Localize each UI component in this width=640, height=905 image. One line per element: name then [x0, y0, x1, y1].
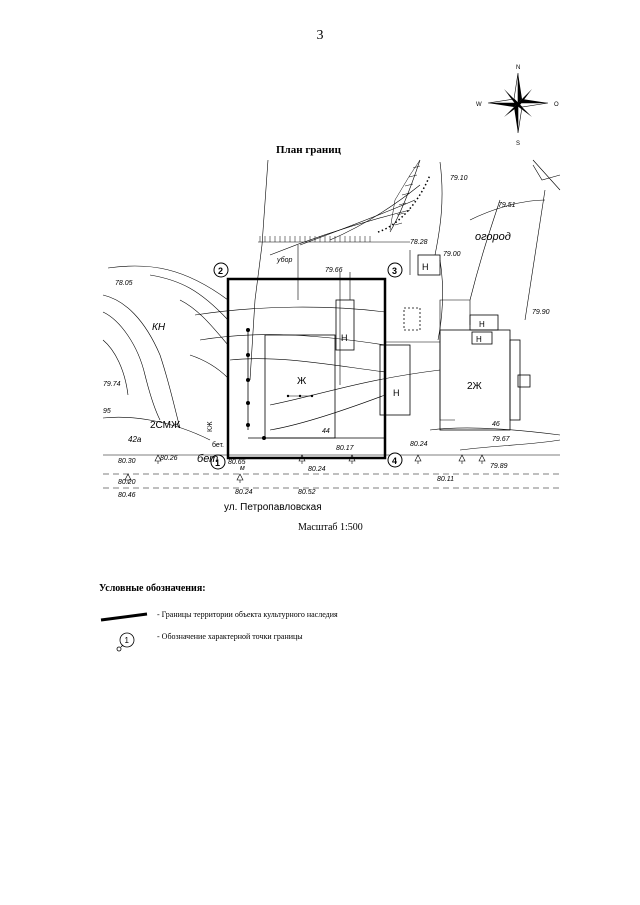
point-4-label: 4: [392, 456, 397, 466]
scale-label: Масштаб 1:500: [298, 522, 363, 533]
compass-west-label: W: [476, 102, 482, 108]
page-number: 3: [316, 28, 324, 43]
buildings: [264, 254, 531, 439]
label-main-building: Ж: [297, 376, 307, 387]
heritage-boundary: [226, 277, 387, 460]
label-h1: Н: [422, 262, 429, 272]
elev-80-17: 80.17: [336, 445, 355, 452]
plan-title: План границ: [276, 144, 341, 156]
label-bet: бет: [197, 453, 218, 465]
label-46: 46: [492, 421, 500, 428]
point-3-label: 3: [392, 266, 397, 276]
label-ubor: убор: [276, 256, 292, 264]
label-44: 44: [322, 428, 330, 435]
legend-item-point: 1 - Обозначение характерной точки границ…: [99, 632, 499, 654]
label-h2: Н: [341, 333, 348, 343]
label-h3: Н: [393, 388, 400, 398]
compass-rose: N S W O: [476, 65, 559, 147]
boundary-line-icon: [100, 612, 148, 622]
compass-east-label: O: [554, 102, 559, 108]
elev-80-11: 80.11: [437, 476, 454, 483]
label-h4: Н: [479, 320, 485, 329]
elev-79-67: 79.67: [492, 436, 511, 443]
elev-79-10: 79.10: [450, 175, 468, 182]
elev-78-28: 78.28: [410, 239, 428, 246]
elev-80-24-c: 80.24: [235, 489, 253, 496]
boundary-point-3: 3: [387, 262, 403, 278]
point-1-label: 1: [215, 458, 220, 468]
boundary-point-1: 1: [210, 454, 226, 470]
elev-79-51: 79.51: [498, 202, 516, 209]
point-marker-icon: 1: [116, 632, 135, 652]
embankment-hatching: [258, 159, 431, 243]
trees: [124, 454, 486, 483]
legend-point-text: - Обозначение характерной точки границы: [157, 632, 303, 641]
label-m: м: [240, 465, 245, 472]
point-2-label: 2: [218, 266, 223, 276]
label-2zh: 2Ж: [467, 381, 483, 392]
label-2smzh: 2СМЖ: [150, 420, 181, 431]
elev-79-00: 79.00: [443, 251, 461, 258]
legend-title: Условные обозначения:: [99, 583, 206, 594]
boundary-point-4: 4: [387, 452, 403, 468]
elev-80-65: 80.65: [228, 459, 246, 466]
point-marker-label: 1: [125, 636, 130, 645]
elev-80-30: 80.30: [118, 458, 136, 465]
elev-78-05: 78.05: [115, 280, 133, 287]
label-kn: КН: [152, 322, 166, 333]
label-ogorod: огород: [475, 231, 511, 243]
label-street: ул. Петропавловская: [224, 502, 322, 513]
label-bet-small: бет.: [212, 441, 224, 449]
label-kirp: КЖ: [207, 421, 214, 432]
map-labels: Ж 2Ж 2СМЖ КН Н Н Н Н Н огород убор бет б…: [103, 175, 550, 513]
topographic-base: [102, 159, 561, 489]
legend-boundary-text: - Границы территории объекта культурного…: [157, 610, 338, 619]
elev-79-74: 79.74: [103, 381, 121, 388]
label-h5: Н: [476, 335, 482, 344]
elev-80-20: 80.20: [118, 479, 136, 486]
elev-79-89: 79.89: [490, 463, 508, 470]
elev-80-24-a: 80.24: [410, 441, 428, 448]
elev-79-90: 79.90: [532, 309, 550, 316]
elev-80-26: 80.26: [160, 455, 178, 462]
elev-95: 95: [103, 408, 111, 415]
legend-item-boundary: - Границы территории объекта культурного…: [99, 610, 499, 626]
compass-north-label: N: [516, 65, 520, 71]
label-42a: 42а: [128, 435, 142, 444]
elev-80-52: 80.52: [298, 489, 316, 496]
boundary-point-2: 2: [213, 262, 229, 278]
compass-south-label: S: [516, 141, 520, 147]
elev-80-46: 80.46: [118, 492, 136, 499]
elev-80-24-b: 80.24: [308, 466, 326, 473]
elev-79-66: 79.66: [325, 267, 343, 274]
